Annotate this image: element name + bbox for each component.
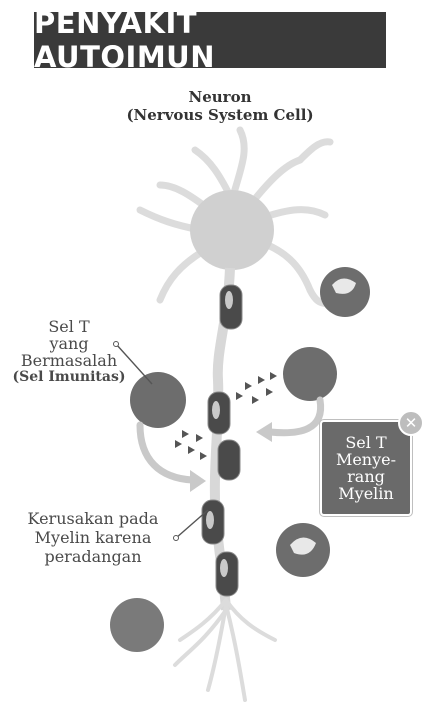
attack-box-line4: Myelin <box>338 485 393 502</box>
arrow-head <box>256 422 272 442</box>
neuron-label: Neuron (Nervous System Cell) <box>100 88 340 124</box>
myelin-segment <box>216 552 238 596</box>
attack-box-line3: rang <box>347 468 385 485</box>
arrow-head <box>190 470 206 492</box>
problem-tcell-line2: yang <box>10 335 128 352</box>
page-title: PENYAKIT AUTOIMUN <box>34 12 386 68</box>
close-icon[interactable]: ✕ <box>398 410 422 436</box>
t-cell <box>110 598 164 652</box>
problem-tcell-line1: Sel T <box>10 318 128 335</box>
myelin-damage-label: Kerusakan pada Myelin karena peradangan <box>14 509 172 566</box>
neuron-cell-body <box>190 190 274 270</box>
myelin-damage-line2: Myelin karena <box>14 528 172 547</box>
myelin-damage-line1: Kerusakan pada <box>14 509 172 528</box>
problem-tcell-line4: (Sel Imunitas) <box>10 369 128 386</box>
neuron-label-line1: Neuron <box>100 88 340 106</box>
axon-terminals <box>175 600 275 700</box>
t-cell-attacking <box>283 347 337 401</box>
problem-tcell-label: Sel T yang Bermasalah (Sel Imunitas) <box>10 318 128 386</box>
attack-box-line1: Sel T <box>345 434 386 451</box>
myelin-damage-line3: peradangan <box>14 547 172 566</box>
problem-tcell-line3: Bermasalah <box>10 352 128 369</box>
attack-box-line2: Menye- <box>336 451 396 468</box>
myelin-segment <box>218 440 240 480</box>
t-cell-problem <box>130 372 186 428</box>
neuron-label-line2: (Nervous System Cell) <box>100 106 340 124</box>
tcell-attack-callout: Sel T Menye- rang Myelin <box>320 420 412 516</box>
